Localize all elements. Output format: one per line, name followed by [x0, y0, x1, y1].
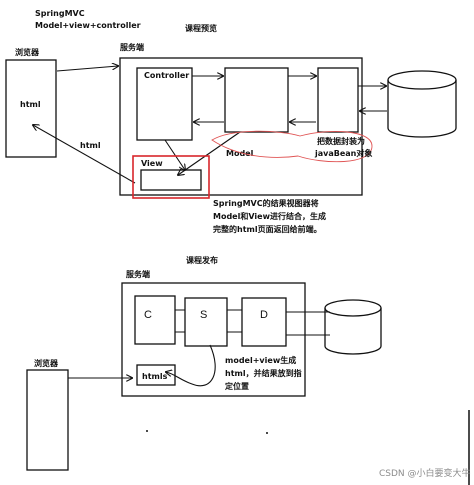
section2-note-line2: html，并结果放到指 [225, 368, 302, 378]
arrow-view-to-browser [33, 125, 136, 184]
browser-box-2 [26, 369, 69, 471]
red-scribble-outline [211, 130, 373, 163]
server-box-2 [121, 282, 306, 397]
return-html-label: html [80, 141, 101, 150]
caption-line2: Model和View进行结合，生成 [213, 211, 326, 221]
encapsulate-note-line2: javaBean对象 [314, 148, 372, 158]
section2-title: 课程发布 [186, 255, 218, 265]
section2-browser-label: 浏览器 [34, 358, 59, 368]
stray-dot-2 [266, 432, 268, 434]
model-label: Model [226, 149, 254, 158]
c-letter: C [144, 309, 152, 321]
database-cylinder-1 [387, 70, 457, 138]
watermark-text: CSDN @小白要变大牛 [379, 467, 471, 479]
section2-note-line3: 定位置 [224, 381, 249, 391]
database-cylinder-2 [324, 299, 382, 355]
caption-line3: 完整的html页面返回给前端。 [213, 224, 322, 234]
s-letter: S [200, 309, 207, 321]
section1-browser-label: 浏览器 [15, 47, 40, 57]
service-box [224, 67, 289, 133]
d-letter: D [260, 309, 268, 321]
section2-note-line1: model+view生成 [225, 355, 296, 365]
browser-box [5, 59, 57, 158]
d-box [241, 297, 287, 347]
note-mvc: Model+view+controller [35, 21, 141, 30]
htmls-label: htmls [142, 372, 168, 381]
section1-server-label: 服务端 [120, 42, 144, 52]
browser-html-label: html [20, 100, 41, 109]
view-label: View [141, 159, 163, 168]
view-highlight-frame [132, 155, 210, 199]
view-box [140, 169, 202, 191]
stray-dot-1 [146, 430, 148, 432]
encapsulate-note-line1: 把数据封装为 [317, 136, 365, 146]
section2-server-label: 服务端 [126, 269, 150, 279]
arrow-model-to-view [178, 131, 241, 175]
section1-title: 课程预览 [185, 23, 217, 33]
s-box [184, 297, 228, 347]
arrow-s-to-htmls [166, 344, 216, 387]
arrow-controller-to-view [164, 139, 185, 170]
controller-box [136, 67, 193, 141]
note-springmvc: SpringMVC [35, 9, 85, 18]
htmls-box [136, 364, 176, 386]
dao-box [317, 67, 359, 133]
c-box [134, 295, 176, 345]
controller-label: Controller [144, 71, 189, 80]
caption-line1: SpringMVC的结果视图器将 [213, 198, 319, 208]
arrow-browser-to-server [56, 66, 118, 72]
server-box [119, 57, 363, 196]
